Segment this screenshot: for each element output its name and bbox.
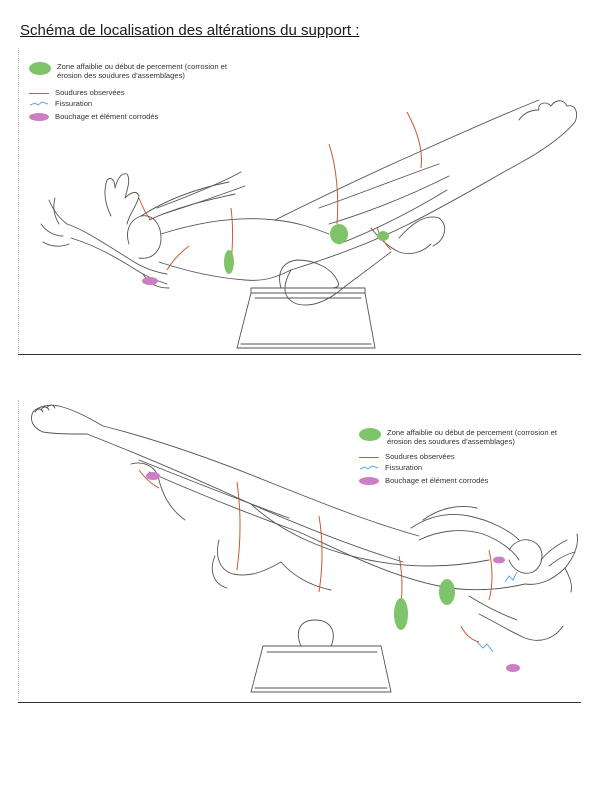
legend-label-plugging: Bouchage et élément corrodés xyxy=(385,476,489,485)
legend-label-cracking: Fissuration xyxy=(55,99,93,108)
crack-icon xyxy=(359,463,379,472)
sculpture-drawing-view-2 xyxy=(31,404,578,693)
pink-ellipse-icon xyxy=(29,113,49,121)
weakened-zone xyxy=(394,598,408,630)
legend-label-weakened: Zone affaiblie ou début de percement (co… xyxy=(57,62,227,81)
torso xyxy=(158,261,292,281)
legend-item-weakened: Zone affaiblie ou début de percement (co… xyxy=(359,428,567,446)
plugging-mark xyxy=(506,664,520,672)
legend-label-cracking: Fissuration xyxy=(385,463,423,472)
weakened-zone xyxy=(439,579,455,605)
upper-leg xyxy=(274,99,540,221)
plugging-mark xyxy=(146,472,160,480)
left-arm xyxy=(66,223,168,275)
diagram-panel-view-2: Zone affaiblie ou début de percement (co… xyxy=(18,400,582,700)
legend-item-plugging: Bouchage et élément corrodés xyxy=(29,112,158,121)
green-ellipse-icon xyxy=(359,428,381,441)
legend-item-cracking: Fissuration xyxy=(29,99,92,108)
foot xyxy=(31,404,104,435)
plugging-marks-view-2 xyxy=(146,472,520,672)
weld-lines-view-1 xyxy=(138,111,422,271)
leg xyxy=(102,425,420,537)
orange-line-icon xyxy=(359,457,379,458)
weakened-zone xyxy=(224,250,234,274)
head xyxy=(508,539,543,574)
legend-label-plugging: Bouchage et élément corrodés xyxy=(55,112,159,121)
plugging-mark xyxy=(493,556,505,564)
weakened-zone xyxy=(377,231,389,241)
legend-item-weakened: Zone affaiblie ou début de percement (co… xyxy=(29,62,237,80)
pedestal xyxy=(250,645,392,693)
sculpture-drawing-view-1 xyxy=(40,99,578,349)
orange-line-icon xyxy=(29,93,49,94)
divider-line xyxy=(18,354,581,355)
diagram-panel-view-1: Zone affaiblie ou début de percement (co… xyxy=(18,48,582,353)
pink-ellipse-icon xyxy=(359,477,379,485)
legend-item-welds: Soudures observées xyxy=(359,452,455,461)
weakened-zone xyxy=(330,224,348,244)
lower-leg xyxy=(284,251,392,306)
legend-item-welds: Soudures observées xyxy=(29,88,125,97)
page-title: Schéma de localisation des altérations d… xyxy=(20,22,360,39)
green-ellipse-icon xyxy=(29,62,51,75)
legend-item-cracking: Fissuration xyxy=(359,463,422,472)
lower-leg xyxy=(217,539,282,576)
plugging-mark xyxy=(142,277,158,285)
legend-label-welds: Soudures observées xyxy=(385,452,455,461)
pedestal xyxy=(236,292,376,349)
cracks-view-2 xyxy=(476,571,518,653)
legend-item-plugging: Bouchage et élément corrodés xyxy=(359,476,488,485)
hair xyxy=(410,514,520,541)
divider-line xyxy=(18,702,581,703)
head xyxy=(127,215,162,259)
weakened-zones-view-2 xyxy=(394,579,455,630)
weld-lines-view-2 xyxy=(138,469,493,643)
legend-label-welds: Soudures observées xyxy=(55,88,125,97)
legend-label-weakened: Zone affaiblie ou début de percement (co… xyxy=(387,428,557,447)
torso xyxy=(250,503,490,567)
crack-icon xyxy=(29,99,49,108)
weakened-zones-view-1 xyxy=(224,224,389,274)
